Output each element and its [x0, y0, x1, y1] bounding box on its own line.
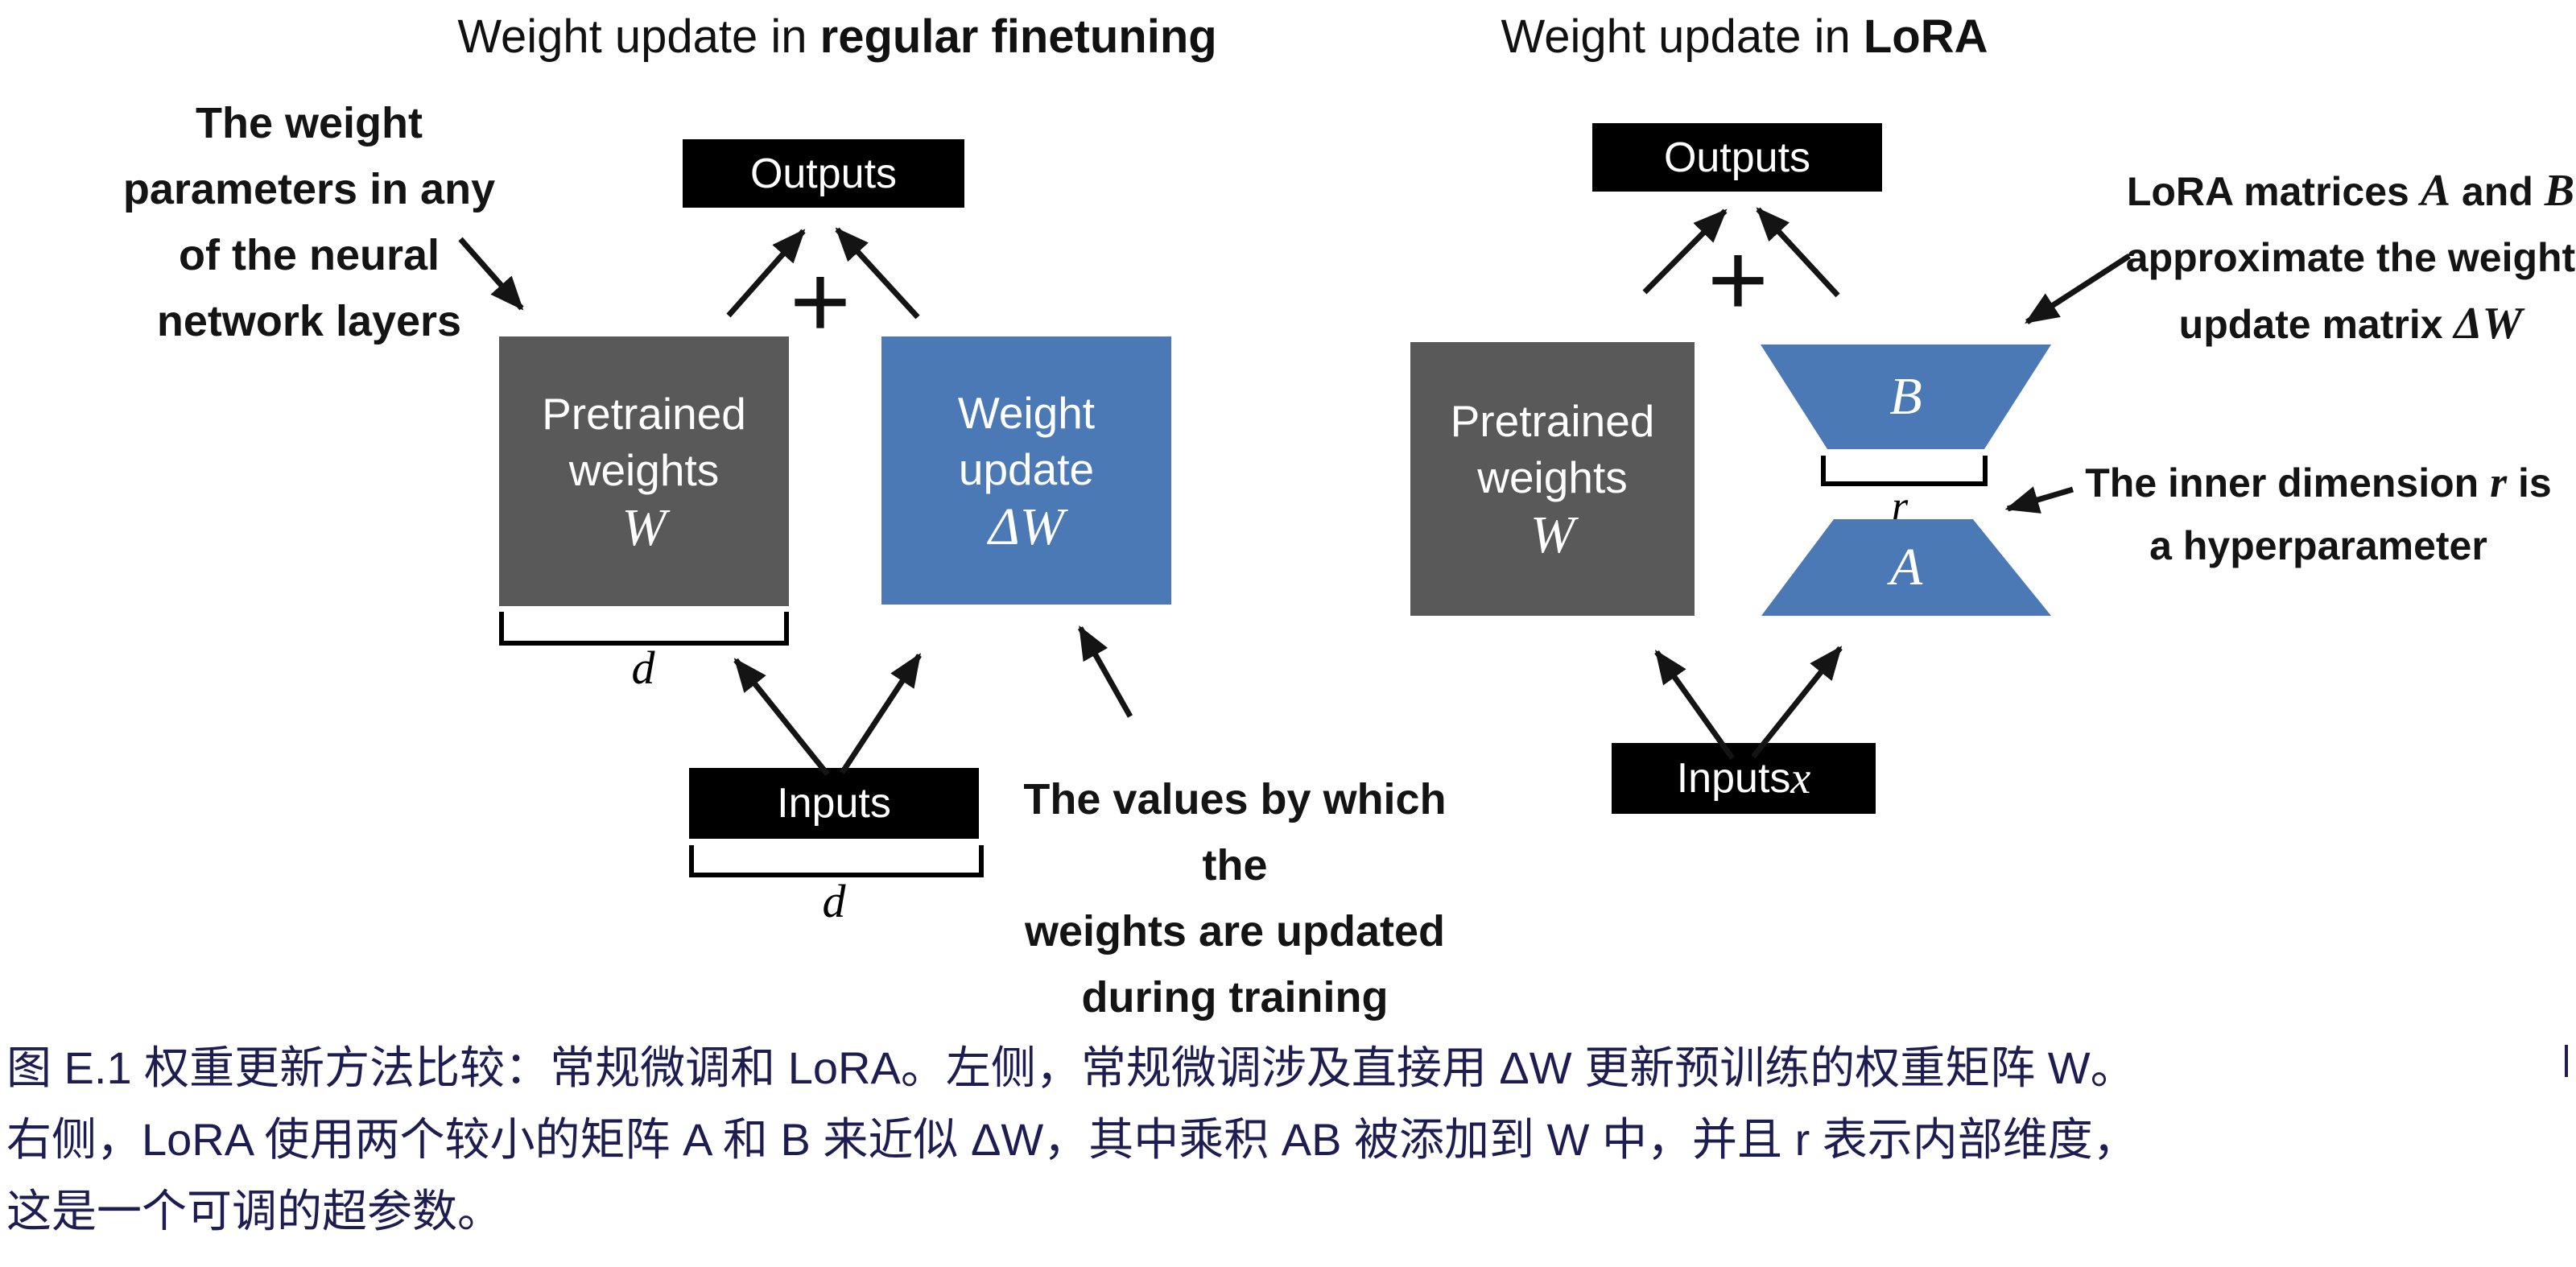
- annotation-line: The weight: [196, 99, 423, 147]
- left-outputs-label: Outputs: [749, 150, 898, 197]
- left-inputs-label: Inputs: [777, 780, 891, 827]
- annotation-line: of the neural: [178, 231, 440, 279]
- weight-update-box: Weight update ΔW: [881, 336, 1171, 605]
- arrow-inputs-to-update: [840, 653, 922, 774]
- right-panel-title: Weight update in LoRA: [1368, 10, 2120, 64]
- annotation-line: update matrix ΔW: [2178, 299, 2523, 349]
- matrix-b-label: B: [1889, 367, 1922, 426]
- arrow-inputs-to-pretrained-left: [733, 658, 830, 777]
- right-inputs-box: Inputs x: [1612, 743, 1876, 814]
- weight-parameters-annotation: The weight parameters in any of the neur…: [84, 90, 535, 354]
- update-line1: Weight: [957, 387, 1096, 438]
- right-title-prefix: Weight update in: [1501, 10, 1864, 63]
- right-outputs-label: Outputs: [1663, 134, 1811, 181]
- annotation-line: The values by which the: [1023, 775, 1447, 889]
- annotation-line: The inner dimension r is: [2085, 458, 2552, 506]
- pretrained-line1: Pretrained: [542, 388, 746, 439]
- right-plus-sign: +: [1707, 221, 1769, 338]
- dim-label-weights: d: [631, 642, 655, 694]
- caption-cursor-artifact: [2565, 1045, 2568, 1077]
- dim-bracket-weights: [499, 612, 789, 646]
- caption-line-1: 图 E.1 权重更新方法比较：常规微调和 LoRA。左侧，常规微调涉及直接用 Δ…: [6, 1042, 2136, 1093]
- values-annotation: The values by which the weights are upda…: [993, 766, 1476, 1030]
- annotation-line: weights are updated: [1024, 907, 1446, 955]
- pretrained-line2: weights: [1477, 452, 1628, 502]
- caption-line-2: 右侧，LoRA 使用两个较小的矩阵 A 和 B 来近似 ΔW，其中乘积 AB 被…: [6, 1114, 2138, 1165]
- right-outputs-box: Outputs: [1592, 123, 1882, 192]
- arrow-inputs-to-a: [1751, 646, 1843, 759]
- caption-line-3: 这是一个可调的超参数。: [6, 1186, 502, 1236]
- lora-matrices-annotation: LoRA matrices A and B approximate the we…: [2109, 158, 2576, 357]
- inner-dimension-annotation: The inner dimension r is a hyperparamete…: [2085, 451, 2552, 577]
- annotation-line: approximate the weight: [2125, 235, 2576, 280]
- matrix-a-label: A: [1889, 538, 1923, 596]
- annotation-line: network layers: [156, 297, 462, 345]
- right-title-bold: LoRA: [1863, 10, 1988, 63]
- dim-label-inputs: d: [822, 875, 846, 927]
- right-pretrained-weights-box: Pretrained weights W: [1410, 342, 1695, 616]
- lora-matrix-a: A: [1761, 519, 2051, 616]
- update-line2: update: [958, 444, 1095, 494]
- annotation-line: parameters in any: [122, 165, 496, 213]
- left-pretrained-weights-box: Pretrained weights W: [499, 336, 789, 606]
- pretrained-line1: Pretrained: [1450, 396, 1655, 446]
- annotation-line: during training: [1081, 973, 1389, 1021]
- right-inputs-label: Inputs: [1676, 755, 1791, 802]
- annotation-line: LoRA matrices A and B: [2126, 166, 2575, 216]
- left-title-prefix: Weight update in: [457, 10, 820, 63]
- rank-label: r: [1891, 484, 1909, 530]
- pretrained-symbol-W: W: [1530, 506, 1575, 564]
- left-inputs-box: Inputs: [689, 768, 979, 839]
- arrow-inner-annotation-to-r: [2004, 486, 2074, 514]
- update-symbol-dW: ΔW: [989, 497, 1064, 556]
- left-outputs-box: Outputs: [683, 139, 964, 208]
- left-panel-title: Weight update in regular finetuning: [314, 10, 1360, 64]
- rank-bracket: [1821, 456, 1988, 486]
- annotation-line: a hyperparameter: [2149, 523, 2487, 568]
- pretrained-symbol-W: W: [621, 497, 667, 557]
- dim-bracket-inputs: [689, 845, 984, 877]
- pretrained-line2: weights: [568, 444, 720, 495]
- inputs-symbol-x: x: [1790, 753, 1811, 803]
- lora-matrix-b: B: [1761, 345, 2051, 449]
- left-title-bold: regular finetuning: [819, 10, 1217, 63]
- figure-caption: 图 E.1 权重更新方法比较：常规微调和 LoRA。左侧，常规微调涉及直接用 Δ…: [6, 1032, 2574, 1247]
- arrow-values-to-update: [1077, 625, 1133, 718]
